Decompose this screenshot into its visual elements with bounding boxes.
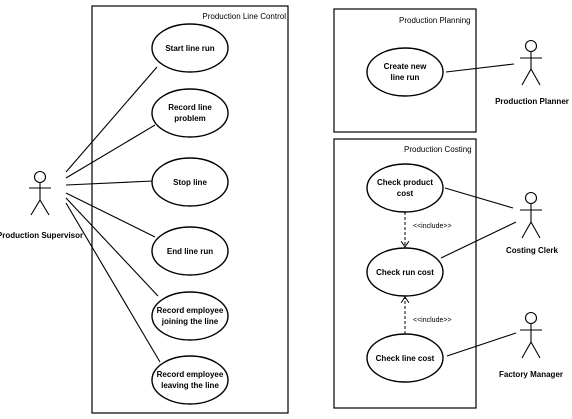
use-case-record-line-problem[interactable]: Record line problem	[151, 88, 229, 138]
system-boundary	[91, 5, 289, 414]
actor-label: Production Planner	[495, 97, 569, 106]
use-case-label-line2: line run	[391, 73, 420, 82]
stick-figure-icon	[29, 170, 51, 216]
use-case-create-new-line-run[interactable]: Create new line run	[366, 47, 444, 97]
use-case-label-line1: Create new	[384, 62, 427, 71]
association-stop-line	[65, 180, 154, 186]
association-start-line-run	[65, 66, 158, 173]
use-case-ellipse	[366, 163, 444, 213]
use-case-check-product-cost[interactable]: Check product cost	[366, 163, 444, 213]
system-title: Production Planning	[399, 16, 471, 25]
use-case-label: End line run	[167, 247, 213, 256]
use-case-ellipse	[366, 247, 444, 297]
use-case-label-line2: problem	[174, 114, 206, 123]
use-case-label-line2: joining the line	[161, 317, 219, 326]
association-planner-create-line-run	[445, 63, 515, 73]
use-case-record-employee-leaving[interactable]: Record employee leaving the line	[151, 355, 229, 405]
use-case-label-line2: cost	[397, 189, 414, 198]
system-production-line-control: Production Line Control	[91, 5, 289, 414]
association-record-employee-leaving	[65, 202, 161, 363]
use-case-label: Check line cost	[376, 354, 435, 363]
use-case-label-line1: Record line	[168, 103, 212, 112]
actor-costing-clerk[interactable]: Costing Clerk	[506, 191, 559, 256]
use-case-ellipse	[151, 226, 229, 276]
association-clerk-check-run-cost	[440, 221, 517, 259]
use-case-start-line-run[interactable]: Start line run	[151, 23, 229, 73]
actor-label: Costing Clerk	[506, 246, 559, 255]
stick-figure-icon	[520, 311, 542, 359]
actor-factory-manager[interactable]: Factory Manager	[499, 311, 563, 380]
include-stereotype: <<include>>	[413, 317, 452, 324]
use-case-label-line1: Record employee	[157, 370, 224, 379]
include-stereotype: <<include>>	[413, 223, 452, 230]
use-case-check-run-cost[interactable]: Check run cost	[366, 247, 444, 297]
include-dependency-product-to-run: <<include>>	[405, 212, 452, 247]
actor-production-supervisor[interactable]: Production Supervisor	[0, 170, 83, 241]
association-record-employee-joining	[65, 197, 159, 297]
supervisor-associations	[65, 66, 161, 363]
association-record-line-problem	[65, 124, 156, 179]
use-case-ellipse	[151, 23, 229, 73]
use-case-check-line-cost[interactable]: Check line cost	[366, 333, 444, 383]
system-title: Production Line Control	[202, 12, 286, 21]
include-dependency-line-to-run: <<include>>	[405, 297, 452, 334]
use-case-end-line-run[interactable]: End line run	[151, 226, 229, 276]
actor-label: Factory Manager	[499, 370, 563, 379]
use-case-ellipse	[366, 333, 444, 383]
system-title: Production Costing	[404, 145, 472, 154]
use-case-ellipse	[366, 47, 444, 97]
use-case-stop-line[interactable]: Stop line	[151, 157, 229, 207]
use-case-label: Stop line	[173, 178, 207, 187]
association-end-line-run	[65, 192, 156, 238]
use-case-ellipse	[151, 291, 229, 341]
association-manager-check-line-cost	[446, 332, 517, 357]
use-case-ellipse	[151, 88, 229, 138]
stick-figure-icon	[520, 191, 542, 239]
association-clerk-check-product-cost	[444, 187, 514, 209]
use-case-label: Start line run	[165, 44, 214, 53]
stick-figure-icon	[520, 39, 542, 86]
use-case-label-line1: Record employee	[157, 306, 224, 315]
actor-production-planner[interactable]: Production Planner	[495, 39, 569, 107]
actor-label: Production Supervisor	[0, 231, 83, 240]
use-case-label-line1: Check product	[377, 178, 433, 187]
use-case-ellipse	[151, 157, 229, 207]
use-case-label-line2: leaving the line	[161, 381, 219, 390]
use-case-label: Check run cost	[376, 268, 434, 277]
use-case-ellipse	[151, 355, 229, 405]
use-case-record-employee-joining[interactable]: Record employee joining the line	[151, 291, 229, 341]
